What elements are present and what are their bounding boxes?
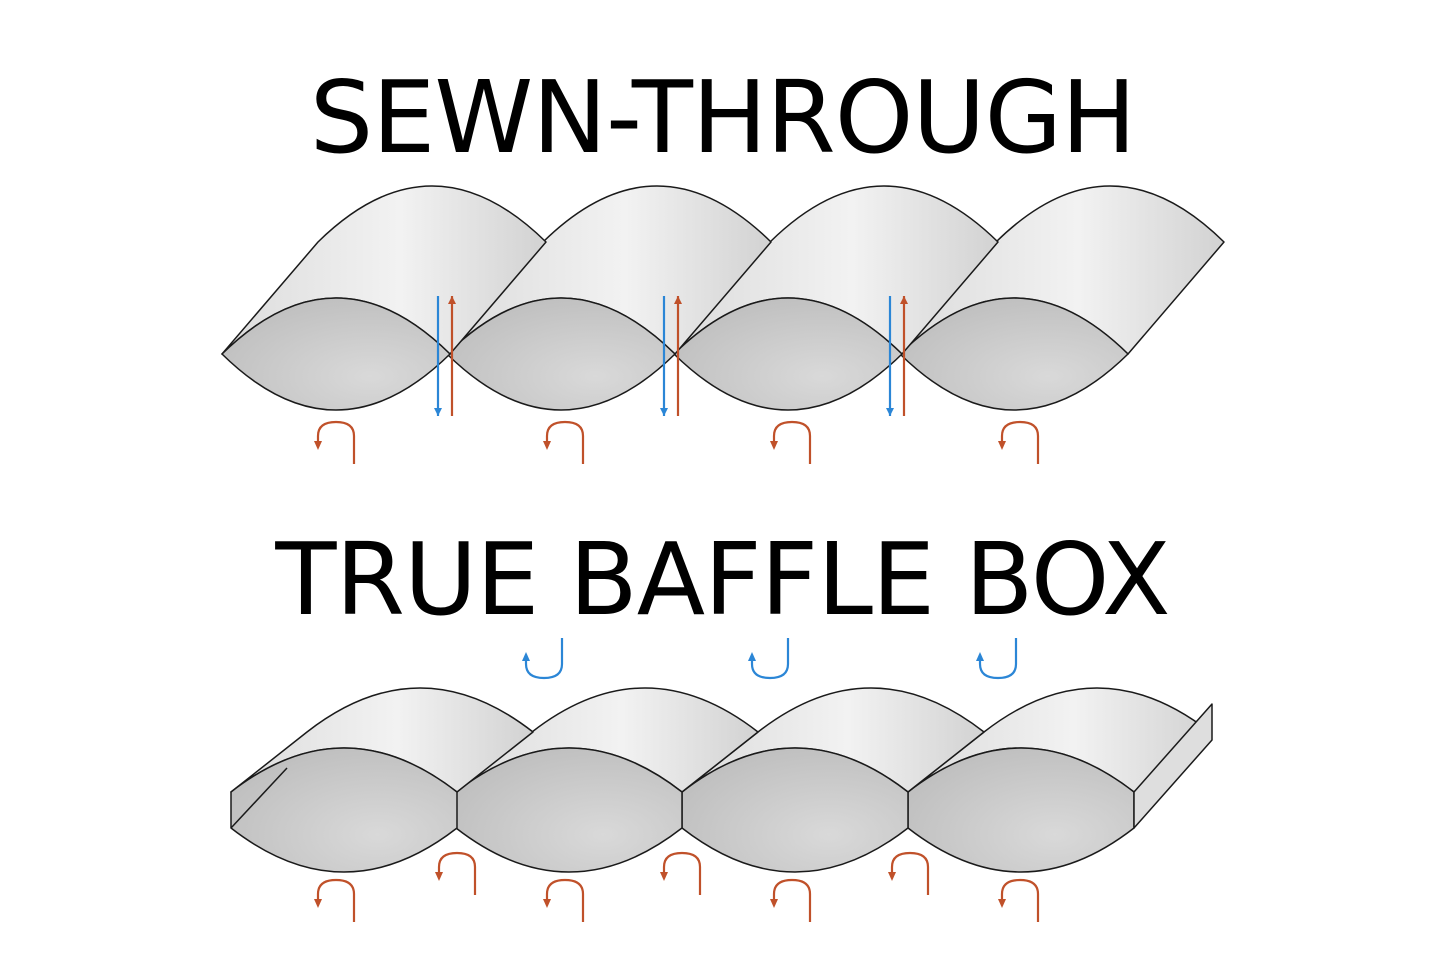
cold-entry-arrow [434, 296, 442, 416]
u-turn-arrow [748, 638, 790, 680]
heat-loss-arrow [674, 296, 682, 416]
sewn-tube [220, 185, 547, 411]
u-turn-arrow [770, 878, 812, 922]
tube-front-face [898, 297, 1130, 411]
tube-front-face [230, 747, 458, 873]
sewn-through-diagram [220, 185, 1225, 464]
sewn-tube [445, 185, 772, 411]
baffle-box-diagram [230, 638, 1213, 922]
u-turn-arrow [976, 638, 1018, 680]
baffle-tube [907, 687, 1211, 873]
u-turn-arrow [770, 420, 812, 464]
baffle-tube [455, 687, 759, 873]
u-turn-arrow [314, 420, 356, 464]
u-turn-arrow [888, 851, 930, 895]
u-turn-arrow [543, 420, 585, 464]
cold-entry-arrow [886, 296, 894, 416]
heat-loss-arrow [448, 296, 456, 416]
u-turn-arrow [435, 851, 477, 895]
heat-loss-arrow [900, 296, 908, 416]
u-turn-arrow [522, 638, 564, 680]
baffle-tube [230, 687, 534, 873]
u-turn-arrow [660, 851, 702, 895]
sewn-tube [898, 185, 1225, 411]
u-turn-arrow [543, 878, 585, 922]
baffle-wall [230, 767, 288, 829]
tube-front-face [220, 297, 452, 411]
u-turn-arrow [314, 878, 356, 922]
true-baffle-box-title: TRUE BAFFLE BOX [275, 521, 1170, 638]
tube-front-face [672, 297, 904, 411]
baffle-tube [681, 687, 985, 873]
sewn-tube [672, 185, 999, 411]
tube-front-face [681, 747, 909, 873]
u-turn-arrow [998, 878, 1040, 922]
u-turn-arrow [998, 420, 1040, 464]
sewn-through-title: SEWN-THROUGH [309, 59, 1137, 176]
tube-front-face [455, 747, 683, 873]
tube-front-face [445, 297, 677, 411]
cold-entry-arrow [660, 296, 668, 416]
baffle-end-wall [1133, 703, 1213, 829]
